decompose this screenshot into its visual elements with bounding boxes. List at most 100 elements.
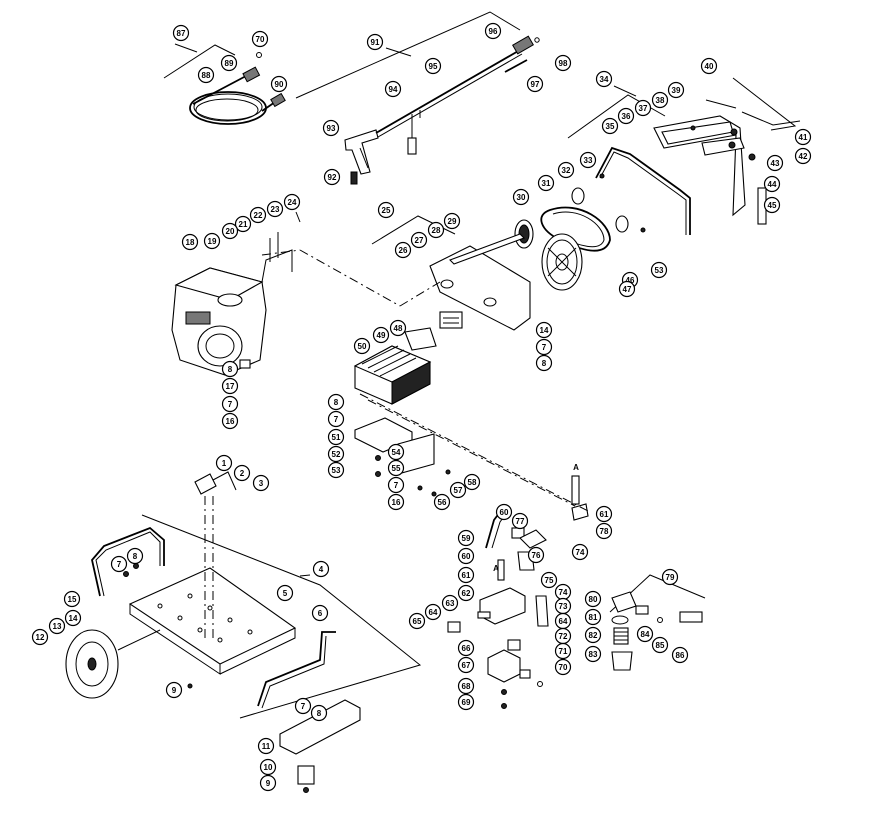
callout-93: 93 (322, 119, 340, 137)
svg-text:92: 92 (328, 173, 337, 182)
svg-text:68: 68 (462, 682, 471, 691)
svg-text:7: 7 (334, 415, 339, 424)
svg-text:36: 36 (622, 112, 631, 121)
belt-guard (595, 99, 801, 235)
callout-45: 45 (763, 196, 781, 214)
svg-text:5: 5 (283, 589, 288, 598)
callout-85: 85 (651, 636, 669, 654)
callout-17: 17 (221, 377, 239, 395)
mount-plate (429, 233, 531, 331)
svg-text:35: 35 (606, 122, 615, 131)
svg-text:54: 54 (392, 448, 401, 457)
svg-text:67: 67 (462, 661, 471, 670)
svg-text:60: 60 (500, 508, 509, 517)
callout-88: 88 (197, 66, 215, 84)
callout-64: 64 (554, 612, 572, 630)
svg-text:32: 32 (562, 166, 571, 175)
svg-text:50: 50 (358, 342, 367, 351)
callout-51: 51 (327, 428, 345, 446)
svg-text:88: 88 (202, 71, 211, 80)
callout-80: 80 (584, 590, 602, 608)
callout-56: 56 (433, 493, 451, 511)
callout-60: 60 (457, 547, 475, 565)
svg-text:74: 74 (559, 588, 568, 597)
svg-text:25: 25 (382, 206, 391, 215)
svg-text:8: 8 (228, 365, 233, 374)
callout-57: 57 (449, 481, 467, 499)
callout-69: 69 (457, 693, 475, 711)
svg-text:10: 10 (264, 763, 273, 772)
callout-73: 73 (554, 597, 572, 615)
svg-text:28: 28 (432, 226, 441, 235)
svg-text:77: 77 (516, 517, 525, 526)
callout-16: 16 (221, 412, 239, 430)
callout-19: 19 (203, 232, 221, 250)
callout-25: 25 (377, 201, 395, 219)
callout-7: 7 (110, 555, 128, 573)
callout-3: 3 (252, 474, 270, 492)
callout-7: 7 (327, 410, 345, 428)
callout-59: 59 (457, 529, 475, 547)
svg-text:84: 84 (641, 630, 650, 639)
callout-92: 92 (323, 168, 341, 186)
callout-10: 10 (259, 758, 277, 776)
svg-text:6: 6 (318, 609, 323, 618)
svg-text:51: 51 (332, 433, 341, 442)
svg-text:42: 42 (799, 152, 808, 161)
svg-text:17: 17 (226, 382, 235, 391)
frame (65, 471, 361, 793)
svg-text:55: 55 (392, 464, 401, 473)
callout-28: 28 (427, 221, 445, 239)
svg-text:18: 18 (186, 238, 195, 247)
engine (171, 211, 301, 407)
svg-text:48: 48 (394, 324, 403, 333)
svg-text:59: 59 (462, 534, 471, 543)
svg-text:72: 72 (559, 632, 568, 641)
callout-86: 86 (671, 646, 689, 664)
callout-29: 29 (443, 212, 461, 230)
callout-77: 77 (511, 512, 529, 530)
svg-text:20: 20 (226, 227, 235, 236)
svg-text:73: 73 (559, 602, 568, 611)
svg-text:16: 16 (392, 498, 401, 507)
svg-text:97: 97 (531, 80, 540, 89)
svg-text:29: 29 (448, 217, 457, 226)
callout-68: 68 (457, 677, 475, 695)
callout-40: 40 (700, 57, 718, 75)
callout-60: 60 (495, 503, 513, 521)
callout-26: 26 (394, 241, 412, 259)
callout-12: 12 (31, 628, 49, 646)
callout-49: 49 (372, 326, 390, 344)
svg-text:62: 62 (462, 589, 471, 598)
callout-95: 95 (424, 57, 442, 75)
callout-31: 31 (537, 174, 555, 192)
callout-58: 58 (463, 473, 481, 491)
callout-23: 23 (266, 200, 284, 218)
svg-text:38: 38 (656, 96, 665, 105)
svg-text:60: 60 (462, 552, 471, 561)
callout-39: 39 (667, 81, 685, 99)
callout-71: 71 (554, 642, 572, 660)
callout-30: 30 (512, 188, 530, 206)
callout-97: 97 (526, 75, 544, 93)
svg-text:8: 8 (334, 398, 339, 407)
callout-8: 8 (327, 393, 345, 411)
callout-62: 62 (457, 584, 475, 602)
svg-text:33: 33 (584, 156, 593, 165)
callout-6: 6 (311, 604, 329, 622)
svg-text:78: 78 (600, 527, 609, 536)
svg-text:37: 37 (639, 104, 648, 113)
callout-70: 70 (251, 30, 269, 48)
callout-7: 7 (387, 476, 405, 494)
svg-text:76: 76 (532, 551, 541, 560)
svg-text:14: 14 (69, 614, 78, 623)
svg-text:30: 30 (517, 193, 526, 202)
callout-98: 98 (554, 54, 572, 72)
svg-text:4: 4 (319, 565, 324, 574)
svg-text:70: 70 (256, 35, 265, 44)
svg-text:7: 7 (117, 560, 122, 569)
svg-text:12: 12 (36, 633, 45, 642)
svg-text:90: 90 (275, 80, 284, 89)
callout-9: 9 (259, 774, 277, 792)
svg-text:2: 2 (240, 469, 245, 478)
